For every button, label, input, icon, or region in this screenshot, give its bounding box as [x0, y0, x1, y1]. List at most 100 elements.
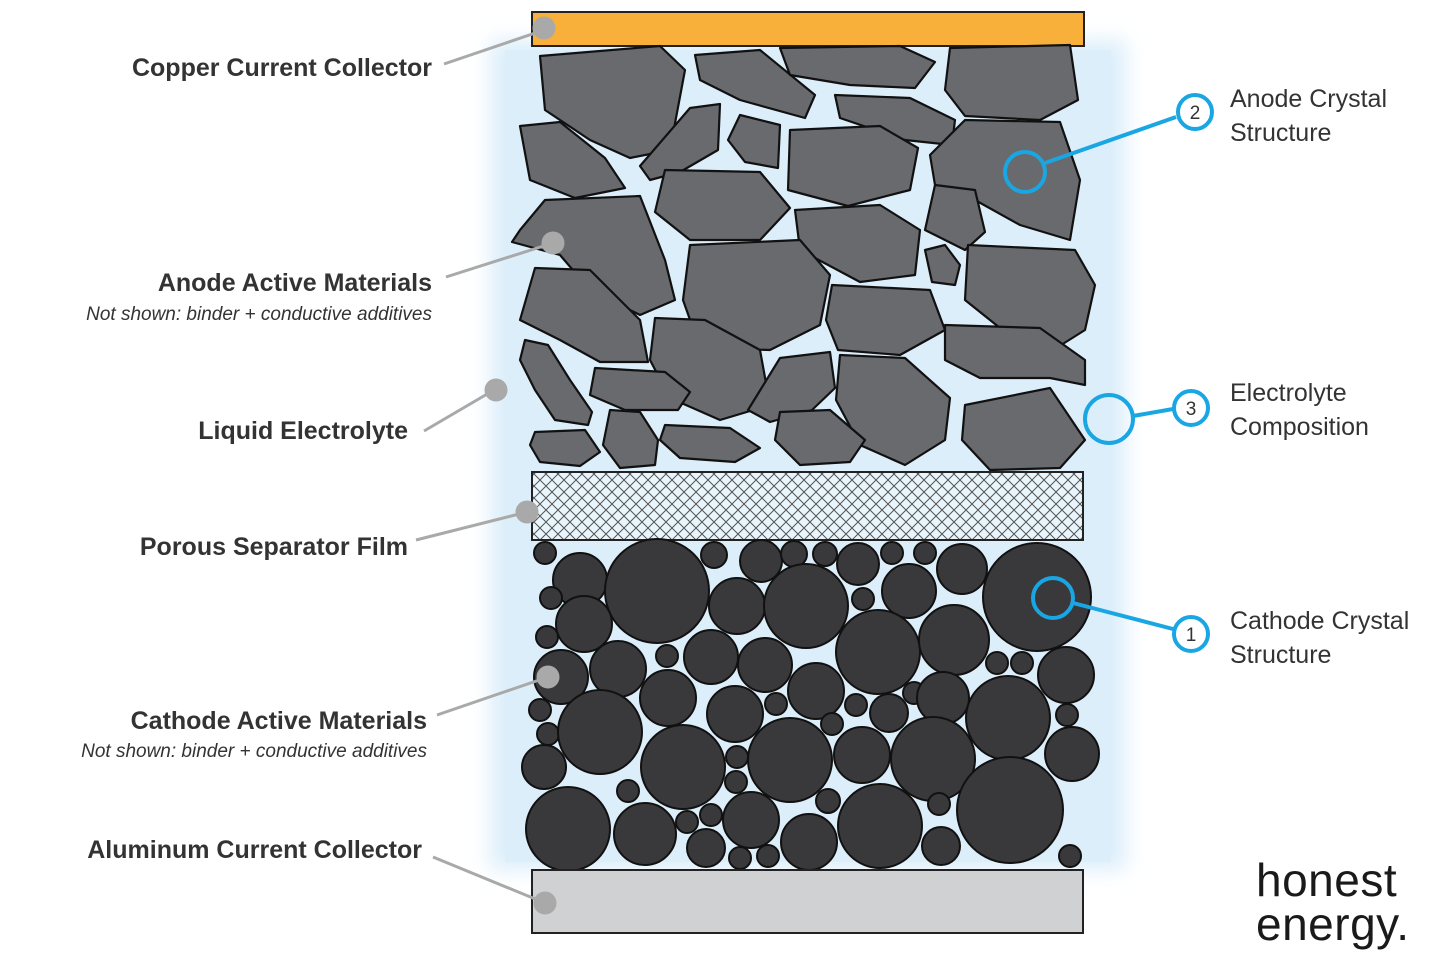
cathode-particle — [686, 828, 726, 868]
cathode-particle — [737, 637, 793, 693]
label-cathode-note: Not shown: binder + conductive additives — [81, 741, 427, 762]
anode-particle — [834, 353, 952, 467]
cathode-particle — [763, 563, 849, 649]
cathode-particle — [982, 542, 1092, 652]
cathode-particle — [604, 538, 710, 644]
label-liquid-electrolyte: Liquid Electrolyte — [198, 417, 408, 445]
cathode-particle — [613, 802, 677, 866]
anode-particles — [510, 43, 1097, 472]
cathode-particle — [536, 722, 560, 746]
label-aluminum-collector: Aluminum Current Collector — [87, 836, 422, 864]
cathode-particle — [589, 640, 647, 698]
cathode-particle — [756, 844, 780, 868]
cathode-particle — [555, 595, 613, 653]
callout-label-electrolyte-1: Electrolyte — [1230, 379, 1347, 407]
cathode-particle — [764, 692, 788, 716]
cathode-particle — [747, 717, 833, 803]
cathode-particle — [869, 693, 909, 733]
callout-label-cathode-2: Structure — [1230, 641, 1331, 669]
cathode-particle — [835, 609, 921, 695]
cathode-particle — [535, 625, 559, 649]
cathode-particle — [706, 685, 764, 743]
cathode-particle — [1044, 726, 1100, 782]
cathode-particle — [675, 810, 699, 834]
label-copper-collector: Copper Current Collector — [132, 54, 432, 82]
anode-particle — [588, 366, 692, 412]
cathode-particle — [787, 662, 845, 720]
callout-label-anode-1: Anode Crystal — [1230, 85, 1387, 113]
cathode-particle — [728, 846, 752, 870]
cathode-particle — [936, 543, 988, 595]
anode-particle — [963, 243, 1097, 354]
cathode-particle — [640, 724, 726, 810]
anode-particle — [518, 120, 627, 200]
cathode-particle — [655, 644, 679, 668]
anode-particle — [601, 408, 660, 470]
cathode-particle — [528, 698, 552, 722]
cathode-particle — [525, 786, 611, 872]
anode-particle — [824, 283, 947, 357]
callout-number-cathode: 1 — [1186, 625, 1197, 646]
cathode-particle — [616, 779, 640, 803]
anode-particle — [778, 44, 937, 90]
anode-particle — [518, 266, 650, 364]
cathode-particle — [844, 693, 868, 717]
cathode-particle — [985, 651, 1009, 675]
brand-line-2: energy. — [1256, 898, 1410, 950]
callout-number-anode: 2 — [1190, 103, 1201, 124]
callout-label-anode-2: Structure — [1230, 119, 1331, 147]
anode-particle — [773, 408, 867, 467]
callout-number-electrolyte: 3 — [1186, 399, 1197, 420]
cathode-particle — [1037, 646, 1095, 704]
cathode-particle — [815, 788, 841, 814]
cathode-particle — [539, 586, 563, 610]
anode-particle — [658, 423, 762, 464]
cathode-particle — [722, 791, 780, 849]
cathode-particle — [1055, 703, 1079, 727]
cathode-particle — [837, 783, 923, 869]
anode-particle — [528, 428, 602, 468]
copper-current-collector — [531, 11, 1085, 47]
cathode-particle — [708, 577, 766, 635]
left-leaders — [415, 16, 565, 915]
cathode-particle — [820, 712, 844, 736]
brand-line-1: honest — [1256, 854, 1397, 906]
cathode-particle — [725, 745, 749, 769]
cathode-particle — [557, 689, 643, 775]
cathode-particle — [836, 542, 880, 586]
cathode-particle — [521, 744, 567, 790]
cathode-particle — [812, 541, 838, 567]
aluminum-current-collector — [531, 869, 1084, 934]
anode-particle — [960, 386, 1087, 472]
cathode-particle — [851, 587, 875, 611]
cathode-particle — [1058, 844, 1082, 868]
cathode-particle — [533, 541, 557, 565]
callout-label-electrolyte-2: Composition — [1230, 413, 1369, 441]
cathode-particle — [956, 756, 1064, 864]
cathode-particle — [780, 813, 838, 871]
anode-particle — [786, 124, 920, 208]
anode-particle — [518, 338, 594, 427]
cathode-particle — [927, 792, 951, 816]
label-separator-film: Porous Separator Film — [140, 533, 408, 561]
porous-separator-film — [531, 471, 1084, 541]
callout-electrolyte — [1083, 389, 1210, 445]
cathode-particle — [918, 604, 990, 676]
cathode-particle — [639, 669, 697, 727]
callout-anode-crystal — [1003, 93, 1214, 194]
anode-particle — [923, 183, 987, 252]
cathode-particle — [880, 541, 904, 565]
cathode-particle — [683, 629, 739, 685]
anode-particle — [943, 323, 1087, 387]
cathode-particle — [724, 770, 748, 794]
callout-cathode-crystal — [1031, 576, 1210, 653]
cathode-particle — [881, 563, 937, 619]
cathode-particle — [833, 726, 891, 784]
label-anode-note: Not shown: binder + conductive additives — [86, 304, 432, 325]
label-cathode-materials: Cathode Active Materials — [131, 707, 427, 735]
label-anode-materials: Anode Active Materials — [158, 269, 432, 297]
anode-particle — [943, 43, 1080, 122]
cathode-particle — [533, 649, 589, 705]
anode-particle — [681, 238, 832, 352]
